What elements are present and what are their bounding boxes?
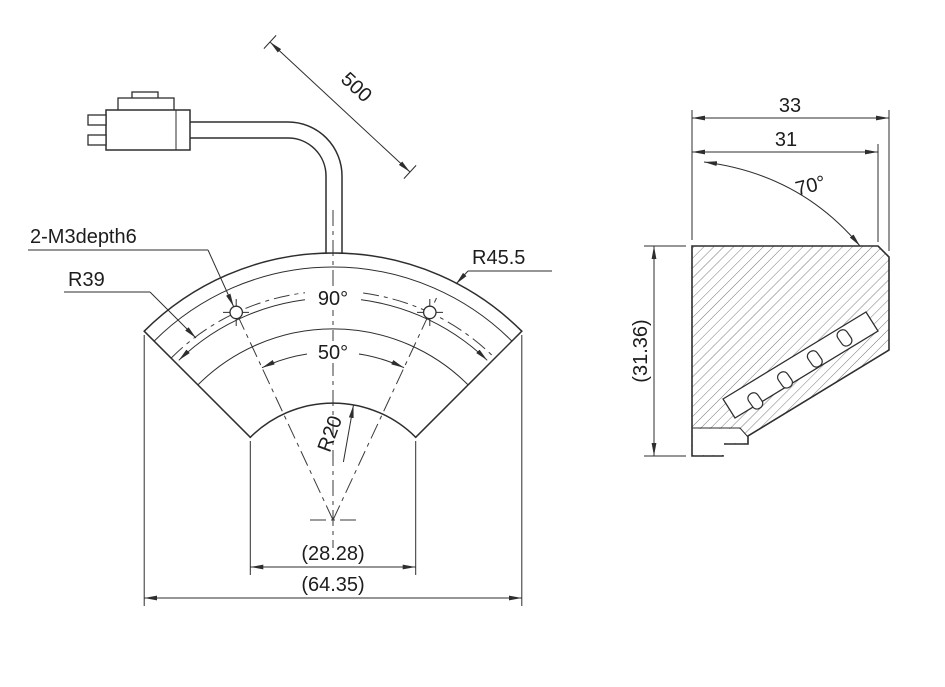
arc-body-outline (143, 252, 523, 439)
led-groove (722, 311, 879, 419)
sector-angle-label: 90° (318, 288, 348, 310)
radius-outer-label: R45.5 (472, 247, 525, 269)
section-body (691, 245, 890, 457)
thread-callout-label: 2-M3depth6 (30, 226, 137, 248)
hole-left (229, 305, 244, 320)
callout-thread: 2-M3depth6 (28, 226, 235, 307)
dim-outer-width: (64.35) (143, 335, 523, 606)
radius-pitch-label: R39 (68, 269, 105, 291)
dim-inner-width: (28.28) (249, 441, 417, 575)
connector-plug (87, 91, 191, 151)
dim-beam-angle: 70° (703, 161, 861, 247)
side-view: 33 31 70° (31.36) (630, 95, 890, 457)
mounting-holes (223, 299, 443, 326)
dim-hole-angle: 50° (261, 341, 405, 369)
beam-angle-label: 70° (793, 172, 828, 201)
radius-inner-label: R20 (314, 413, 347, 455)
dim-height: (31.36) (630, 245, 686, 457)
hole-right (422, 305, 437, 320)
cable (189, 121, 343, 254)
led-4 (836, 329, 853, 347)
callout-r39: R39 (64, 269, 197, 339)
led-emitters (747, 329, 853, 410)
inner-top-width-label: 31 (775, 129, 797, 151)
front-view: 500 2-M3depth6 R39 R45.5 90° (28, 35, 552, 606)
callout-r20: R20 (314, 404, 354, 463)
callout-r45-5: R45.5 (455, 247, 552, 285)
dim-cable-length: 500 (263, 35, 417, 179)
dim-sector-angle: 90° (178, 287, 488, 361)
led-1 (747, 392, 764, 410)
height-label: (31.36) (630, 319, 652, 382)
led-3 (806, 350, 823, 368)
centerlines (229, 210, 437, 548)
dim-inner-top-width: 31 (692, 129, 879, 242)
inner-width-label: (28.28) (301, 543, 364, 565)
overall-width-label: 33 (779, 95, 801, 117)
dim-overall-width: 33 (691, 95, 890, 251)
led-2 (776, 371, 794, 389)
hole-angle-label: 50° (318, 342, 348, 364)
outer-width-label: (64.35) (301, 574, 364, 596)
cable-length-label: 500 (336, 68, 375, 107)
